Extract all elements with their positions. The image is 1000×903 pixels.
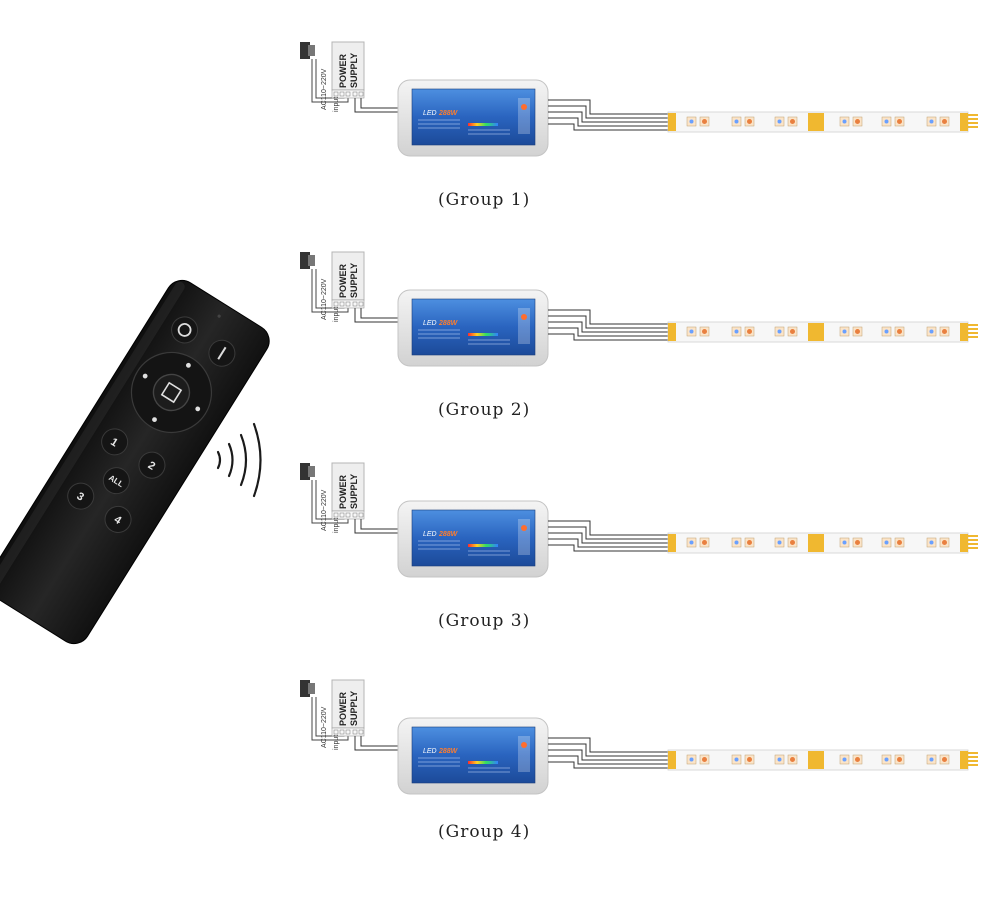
input-label: input <box>333 735 340 750</box>
power-supply-label-1: POWER <box>338 263 348 298</box>
controller-power: 288W <box>438 110 459 117</box>
group-1: AC110~220V input POWER SUPPLY LED 288W <box>299 41 979 157</box>
all-zones-button[interactable]: ALL <box>98 463 134 499</box>
group-4-caption: (Group 4) <box>438 822 531 842</box>
zone-3-label: 3 <box>74 490 86 503</box>
controller-power: 288W <box>438 531 459 538</box>
controller-power: 288W <box>438 748 459 755</box>
ac-voltage-label: AC110~220V <box>321 278 328 320</box>
group-1-caption: (Group 1) <box>438 190 531 210</box>
input-label: input <box>333 307 340 322</box>
group-3-caption: (Group 3) <box>438 611 531 631</box>
power-off-button[interactable] <box>204 335 240 371</box>
zone-3-button[interactable]: 3 <box>63 478 99 514</box>
zone-2-label: 2 <box>146 459 158 472</box>
mode-square-icon <box>160 381 183 404</box>
power-supply-label-1: POWER <box>338 691 348 726</box>
control-wheel[interactable] <box>116 337 226 447</box>
power-supply-label-2: SUPPLY <box>349 263 359 298</box>
group-2: AC110~220V input POWER SUPPLY LED 288W <box>299 251 979 367</box>
controller-label: LED <box>423 110 437 117</box>
power-supply-label-1: POWER <box>338 53 348 88</box>
power-supply-label-2: SUPPLY <box>349 474 359 509</box>
ac-voltage-label: AC110~220V <box>321 68 328 110</box>
zone-1-label: 1 <box>108 436 120 449</box>
ac-voltage-label: AC110~220V <box>321 706 328 748</box>
power-supply-label-1: POWER <box>338 474 348 509</box>
remote-control: 1 2 ALL 3 4 <box>0 279 270 645</box>
controller-label: LED <box>423 748 437 755</box>
controller-power: 288W <box>438 320 459 327</box>
group-3: AC110~220V input POWER SUPPLY LED 288W <box>299 462 979 578</box>
controller-label: LED <box>423 531 437 538</box>
zone-1-button[interactable]: 1 <box>97 424 133 460</box>
power-supply-label-2: SUPPLY <box>349 691 359 726</box>
controller-label: LED <box>423 320 437 327</box>
power-on-button[interactable] <box>167 312 203 348</box>
input-label: input <box>333 97 340 112</box>
ac-voltage-label: AC110~220V <box>321 489 328 531</box>
input-label: input <box>333 518 340 533</box>
zone-2-button[interactable]: 2 <box>134 447 170 483</box>
signal-waves-icon <box>216 422 262 498</box>
group-2-caption: (Group 2) <box>438 400 531 420</box>
group-4: AC110~220V input POWER SUPPLY LED 288W <box>299 679 979 795</box>
zone-4-button[interactable]: 4 <box>100 502 136 538</box>
power-supply-label-2: SUPPLY <box>349 53 359 88</box>
